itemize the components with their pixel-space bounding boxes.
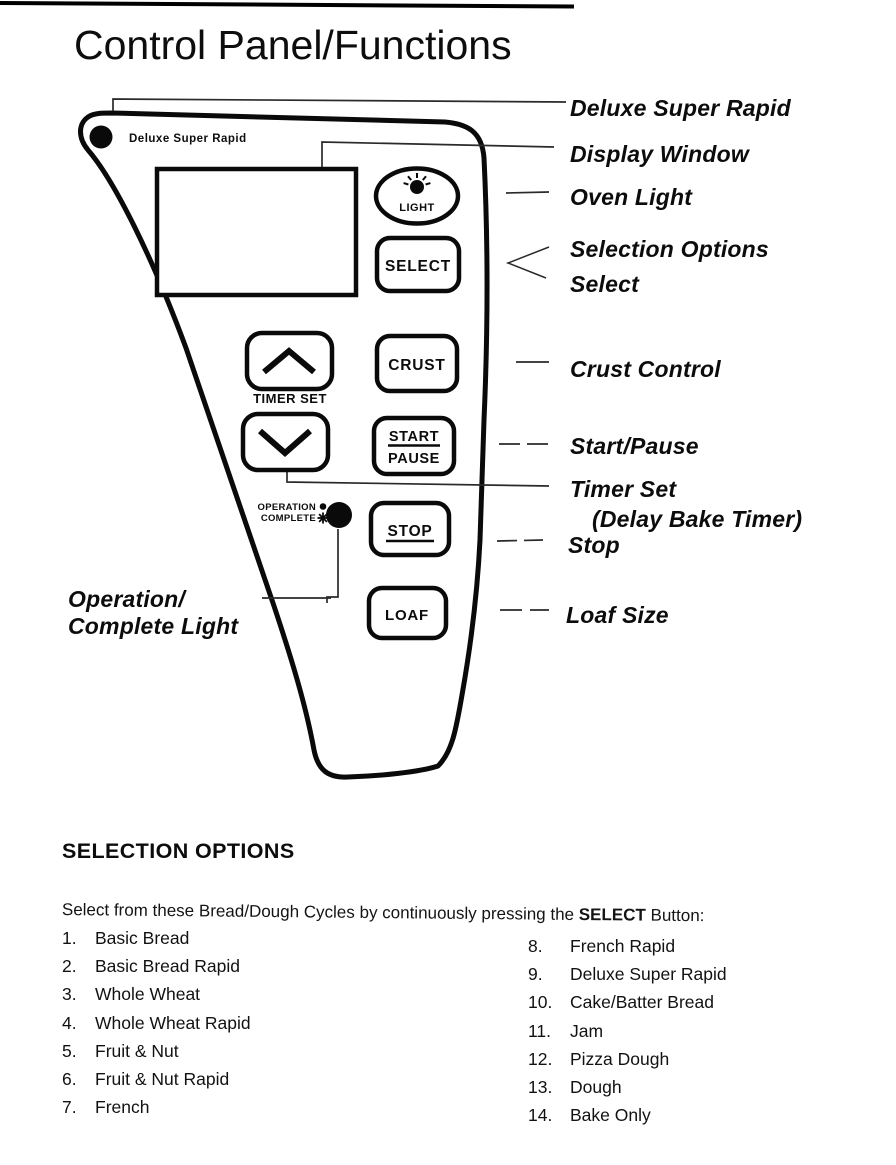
crust-button-label: CRUST <box>388 357 445 374</box>
control-panel-diagram: Deluxe Super Rapid LIGHT SELECT <box>68 95 802 780</box>
stop-button-label: STOP <box>387 523 432 540</box>
list-item: 3.Whole Wheat <box>62 984 201 1005</box>
chevron-down-icon <box>258 428 312 457</box>
list-item: 7.French <box>62 1097 150 1118</box>
select-button-label: SELECT <box>385 258 451 275</box>
intro-text: Select from these Bread/Dough Cycles by … <box>62 900 705 926</box>
callout-stop: Stop <box>568 532 620 558</box>
callout-operation-complete-line2: Complete Light <box>68 613 239 639</box>
cycle-list-left: 1.Basic Bread 2.Basic Bread Rapid 3.Whol… <box>62 928 251 1125</box>
callout-operation-complete-line1: Operation/ <box>68 586 187 612</box>
callout-line-deluxe-super-rapid <box>112 98 567 111</box>
list-item: 9.Deluxe Super Rapid <box>528 964 727 985</box>
list-item: 14.Bake Only <box>528 1105 651 1126</box>
list-item: 1.Basic Bread <box>62 928 190 948</box>
loaf-button: LOAF <box>366 585 449 641</box>
callout-timer-set: Timer Set <box>570 476 677 502</box>
callout-crust-control: Crust Control <box>570 356 721 382</box>
list-item: 2.Basic Bread Rapid <box>62 956 240 977</box>
callout-line-selection-options <box>505 246 550 279</box>
list-item: 5.Fruit & Nut <box>62 1040 179 1061</box>
list-item: 11.Jam <box>528 1020 604 1041</box>
callout-line-display-window <box>321 141 555 167</box>
loaf-button-label: LOAF <box>385 607 429 624</box>
callout-loaf-size: Loaf Size <box>566 602 669 628</box>
complete-panel-label: COMPLETE <box>261 513 316 524</box>
crust-button: CRUST <box>374 333 460 394</box>
deluxe-super-rapid-panel-label: Deluxe Super Rapid <box>129 133 247 145</box>
selection-options-heading: SELECTION OPTIONS <box>62 839 295 863</box>
chevron-up-icon <box>262 347 316 375</box>
list-item: 13.Dough <box>528 1076 622 1097</box>
callout-oven-light: Oven Light <box>570 184 693 210</box>
callout-line-oven-light <box>505 191 550 194</box>
list-item: 8.French Rapid <box>528 936 676 956</box>
intro-prefix: Select from these Bread/Dough Cycles by … <box>61 900 579 924</box>
stop-button: STOP <box>368 500 452 558</box>
page-title: Control Panel/Functions <box>74 22 512 68</box>
display-window <box>154 166 359 298</box>
callout-delay-bake-timer: (Delay Bake Timer) <box>592 506 802 532</box>
operation-complete-led <box>326 502 352 528</box>
cycle-list-right: 8.French Rapid 9.Deluxe Super Rapid 10.C… <box>528 936 727 1133</box>
operation-led-connector <box>326 529 339 603</box>
complete-star-icon <box>317 512 329 524</box>
list-item: 10.Cake/Batter Bread <box>528 992 714 1013</box>
list-item: 4.Whole Wheat Rapid <box>62 1012 251 1033</box>
callout-display-window: Display Window <box>570 141 751 167</box>
callout-selection-options: Selection Options <box>570 236 769 262</box>
timer-up-button <box>244 330 335 392</box>
callout-line-stop <box>496 539 544 542</box>
list-item: 12.Pizza Dough <box>528 1048 670 1069</box>
light-button-label: LIGHT <box>399 202 435 214</box>
callout-start-pause: Start/Pause <box>570 433 699 459</box>
deluxe-super-rapid-led <box>89 125 113 149</box>
bulb-icon <box>403 173 431 194</box>
operation-dot-icon <box>319 503 327 510</box>
start-label: START <box>389 429 439 445</box>
callout-deluxe-super-rapid: Deluxe Super Rapid <box>570 95 792 121</box>
intro-select-word: SELECT <box>578 904 646 925</box>
select-button: SELECT <box>374 235 462 294</box>
timer-set-panel-label: TIMER SET <box>253 391 327 406</box>
pause-label: PAUSE <box>388 451 440 467</box>
callout-select: Select <box>570 271 640 297</box>
list-item: 6.Fruit & Nut Rapid <box>62 1068 230 1089</box>
timer-down-button <box>240 411 331 473</box>
light-button: LIGHT <box>373 166 461 226</box>
operation-panel-label: OPERATION <box>258 502 316 513</box>
callout-line-timer-set <box>286 468 550 487</box>
start-pause-button: START PAUSE <box>371 415 457 477</box>
intro-suffix: Button: <box>645 905 705 926</box>
